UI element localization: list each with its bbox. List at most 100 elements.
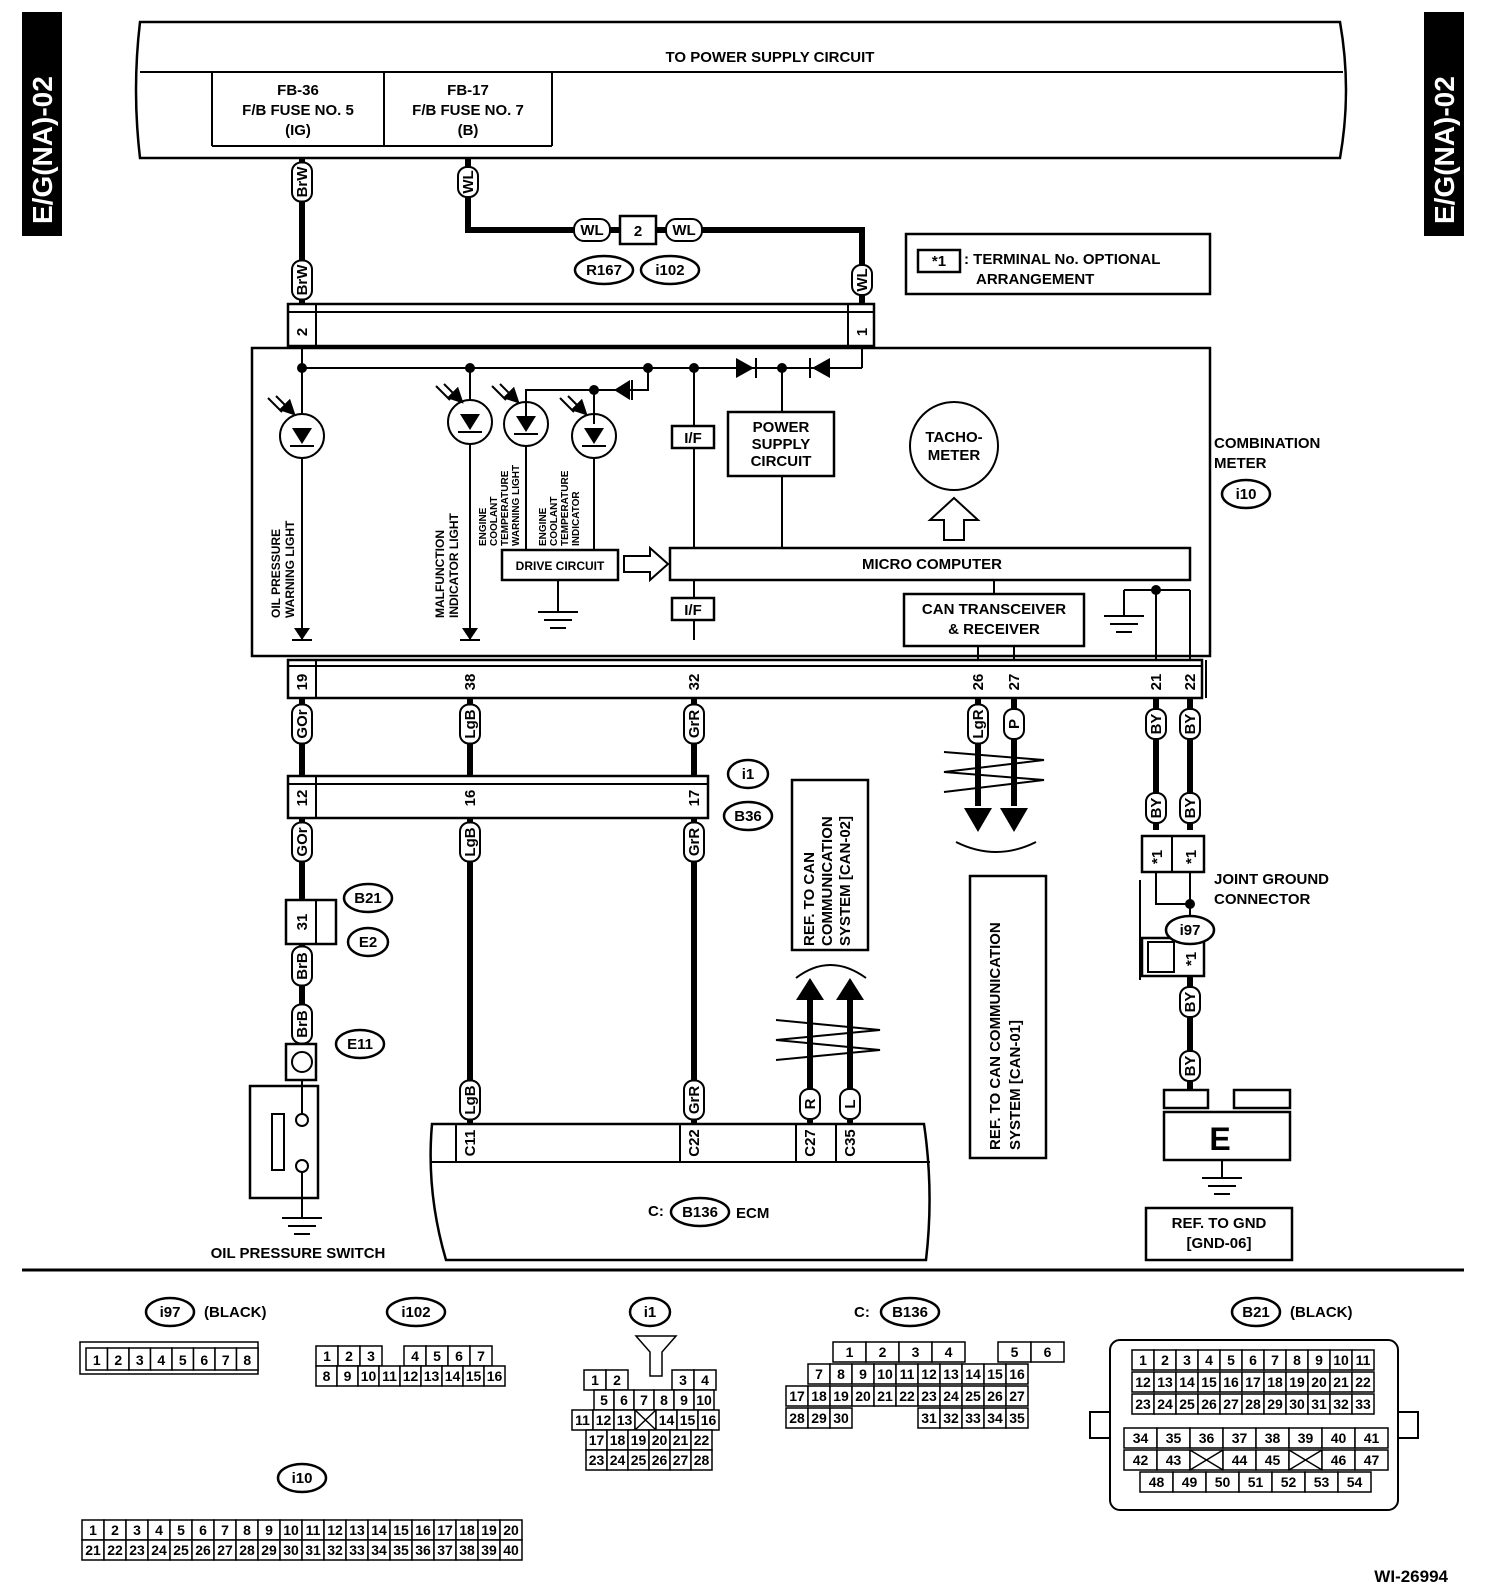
connector-e11: E11 bbox=[334, 1028, 386, 1060]
can01-ref-1: REF. TO CAN COMMUNICATION bbox=[987, 922, 1004, 1150]
fuse-5-mode: (IG) bbox=[285, 122, 311, 139]
i10-pin-20: 20 bbox=[503, 1522, 519, 1538]
i10-pin-6: 6 bbox=[199, 1522, 207, 1538]
joint-ground-label-1: JOINT GROUND bbox=[1214, 871, 1329, 888]
b136-pin-14: 14 bbox=[965, 1366, 981, 1382]
b136-pin-12: 12 bbox=[921, 1366, 937, 1382]
combination-meter-label-1: COMBINATION bbox=[1214, 435, 1320, 452]
i10-pin-15: 15 bbox=[393, 1522, 409, 1538]
b136-pin-25: 25 bbox=[965, 1388, 981, 1404]
can02-ref-3: SYSTEM [CAN-02] bbox=[837, 816, 854, 946]
gnd-ref-2: [GND-06] bbox=[1186, 1235, 1251, 1252]
b21-pin-22: 22 bbox=[1355, 1374, 1371, 1390]
b21-pin-36: 36 bbox=[1199, 1430, 1215, 1446]
meter-pin-22: 22 bbox=[1182, 674, 1199, 691]
b21-pin-50: 50 bbox=[1215, 1474, 1231, 1490]
view-b136-text: B136 bbox=[892, 1304, 928, 1321]
fuse-7-code: FB-17 bbox=[447, 82, 489, 99]
b136-pin-26: 26 bbox=[987, 1388, 1003, 1404]
b21-pin-11: 11 bbox=[1356, 1352, 1371, 1368]
tag-brw-lower: BrW bbox=[291, 259, 313, 301]
b21-pin-45: 45 bbox=[1265, 1452, 1281, 1468]
b136-pin-10: 10 bbox=[877, 1366, 893, 1382]
meter-power-connector: 2 1 bbox=[286, 302, 876, 348]
i10-pin-27: 27 bbox=[217, 1542, 233, 1558]
side-tag-right: E/G(NA)-02 bbox=[1424, 12, 1464, 236]
tag-by-22: BY bbox=[1179, 708, 1201, 740]
i10-pin-24: 24 bbox=[151, 1542, 167, 1558]
b21-pin-49: 49 bbox=[1182, 1474, 1198, 1490]
b21-pin-38: 38 bbox=[1265, 1430, 1281, 1446]
ground-letter: E bbox=[1209, 1121, 1230, 1157]
i10-pin-11: 11 bbox=[306, 1522, 321, 1538]
b21-connector-block bbox=[284, 898, 338, 946]
splice-box bbox=[618, 214, 658, 246]
i1-pin-8: 8 bbox=[660, 1392, 668, 1408]
b136-pin-6: 6 bbox=[1044, 1344, 1052, 1360]
i1-pin-10: 10 bbox=[696, 1392, 712, 1408]
b136-pin-34: 34 bbox=[987, 1410, 1003, 1426]
connector-i10-text: i10 bbox=[1236, 486, 1257, 503]
view-i102-text: i102 bbox=[401, 1304, 430, 1321]
i102-pin-16: 16 bbox=[487, 1368, 503, 1384]
b136-pin-23: 23 bbox=[921, 1388, 937, 1404]
i10-pin-1: 1 bbox=[89, 1522, 97, 1538]
connector-b21-text: B21 bbox=[354, 890, 382, 907]
tag-grr-2-text: GrR bbox=[686, 828, 703, 857]
i97-pin-2: 2 bbox=[114, 1352, 122, 1368]
connector-r167: R167 bbox=[573, 254, 635, 286]
b136-pin-33: 33 bbox=[965, 1410, 981, 1426]
tag-r: R bbox=[799, 1088, 821, 1120]
meter-pin-19: 19 bbox=[294, 674, 311, 691]
b136-pin-2: 2 bbox=[879, 1344, 887, 1360]
b21-pin-10: 10 bbox=[1333, 1352, 1349, 1368]
i10-pin-10: 10 bbox=[283, 1522, 299, 1538]
b21-pin-2: 2 bbox=[1161, 1352, 1169, 1368]
b21-pin-15: 15 bbox=[1201, 1374, 1217, 1390]
i1-pin-18: 18 bbox=[610, 1432, 626, 1448]
ect-warn-label-4: WARNING LIGHT bbox=[511, 465, 522, 546]
tag-by-21-text: BY bbox=[1148, 714, 1165, 735]
tag-grr-ecm: GrR bbox=[683, 1079, 705, 1121]
i1-pin-13: 13 bbox=[617, 1412, 633, 1428]
tag-gor-2-text: GOr bbox=[294, 827, 311, 856]
i1-pin-1: 1 bbox=[591, 1372, 599, 1388]
oil-light-label-2: WARNING LIGHT bbox=[283, 520, 297, 618]
tacho-2: METER bbox=[928, 447, 981, 464]
view-i10: i10 bbox=[276, 1462, 328, 1494]
connector-i10: i10 bbox=[1220, 478, 1272, 510]
b21-pin-26: 26 bbox=[1201, 1396, 1217, 1412]
i1-pin-12: 12 bbox=[294, 790, 311, 807]
fuse-7-name: F/B FUSE NO. 7 bbox=[412, 102, 524, 119]
if-label-lower: I/F bbox=[684, 602, 702, 619]
tag-grr-2: GrR bbox=[683, 821, 705, 863]
b136-pin-4: 4 bbox=[945, 1344, 953, 1360]
side-tag-left-text: E/G(NA)-02 bbox=[27, 76, 58, 224]
figure-id: WI-26994 bbox=[1374, 1567, 1448, 1586]
b21-pin-4: 4 bbox=[1205, 1352, 1213, 1368]
b21-pin-5: 5 bbox=[1227, 1352, 1235, 1368]
tag-by-jg-text: BY bbox=[1182, 992, 1199, 1013]
combination-meter-box: OIL PRESSURE WARNING LIGHT MALFUNCTION I… bbox=[250, 346, 1212, 666]
i1-pin-25: 25 bbox=[631, 1452, 647, 1468]
ecm-prefix: C: bbox=[648, 1203, 664, 1220]
i102-pin-1: 1 bbox=[323, 1348, 331, 1364]
b21-pin-17: 17 bbox=[1245, 1374, 1261, 1390]
ect-warn-label-1: ENGINE bbox=[478, 507, 489, 546]
tag-wl-right: WL bbox=[851, 264, 873, 296]
i1-pin-15: 15 bbox=[680, 1412, 696, 1428]
can01-ref-box: REF. TO CAN COMMUNICATION SYSTEM [CAN-01… bbox=[968, 874, 1048, 1160]
fuse-5-name: F/B FUSE NO. 5 bbox=[242, 102, 354, 119]
view-b136-prefix: C: bbox=[854, 1304, 870, 1321]
b21-pin-46: 46 bbox=[1331, 1452, 1347, 1468]
i1-pin-26: 26 bbox=[652, 1452, 668, 1468]
b136-pin-11: 11 bbox=[900, 1366, 915, 1382]
tag-by-21: BY bbox=[1145, 708, 1167, 740]
tag-l: L bbox=[839, 1088, 861, 1120]
coolant-temp-warning-light bbox=[491, 383, 549, 552]
b21-pin-34: 34 bbox=[1133, 1430, 1149, 1446]
oil-pressure-switch-label: OIL PRESSURE SWITCH bbox=[211, 1245, 386, 1262]
view-i10-text: i10 bbox=[292, 1470, 313, 1487]
